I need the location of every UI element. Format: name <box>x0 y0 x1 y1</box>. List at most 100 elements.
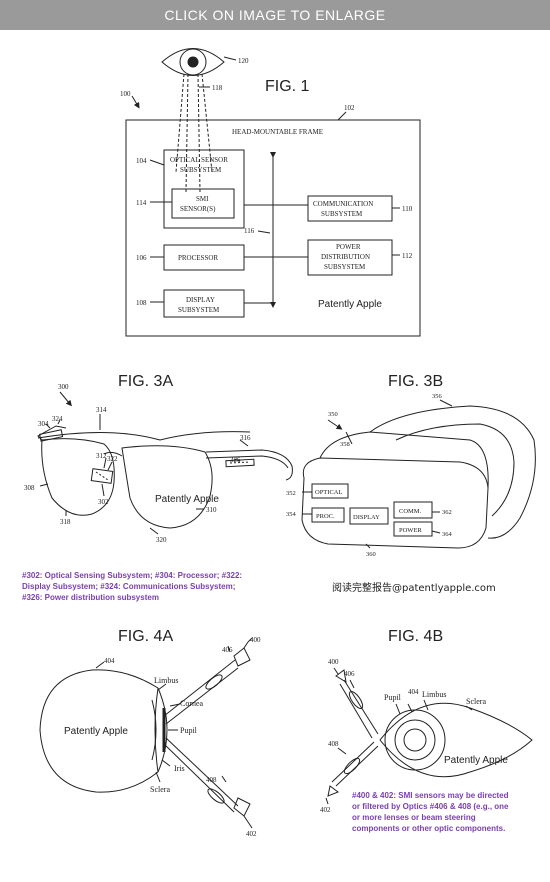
fig4b-pupil: Pupil <box>384 693 402 702</box>
fig4b-sclera: Sclera <box>466 697 486 706</box>
fig4a-ref-402: 402 <box>246 830 257 838</box>
comm-block <box>393 501 433 519</box>
fig4b-ref-406: 406 <box>344 670 355 678</box>
processor-label: PROCESSOR <box>178 254 218 262</box>
caption-fig4-line4: components or other optic components. <box>352 824 506 833</box>
ref-322: 322 <box>107 455 118 463</box>
fig4a-title: FIG. 4A <box>118 628 173 645</box>
smi-label-1: SMI <box>196 195 209 203</box>
ref-312: 312 <box>96 452 107 460</box>
comm-text: COMM. <box>399 508 422 515</box>
fig3b-title: FIG. 3B <box>388 373 443 390</box>
optical-label-1: OPTICAL SENSOR <box>170 156 228 164</box>
ref-100: 100 <box>120 90 131 98</box>
power-block <box>393 521 433 537</box>
ref-118: 118 <box>212 84 223 92</box>
ref-302: 302 <box>98 498 109 506</box>
power-label-1: POWER <box>336 243 361 251</box>
ref-106: 106 <box>136 254 147 262</box>
caption-fig3-line2: Display Subsystem; #324: Communications … <box>22 582 236 591</box>
fig1-watermark: Patently Apple <box>318 299 382 310</box>
ref-356: 356 <box>432 393 443 400</box>
caption-fig4-line3: or more lenses or beam steering <box>352 813 476 822</box>
ref-108: 108 <box>136 299 147 307</box>
ref-350: 350 <box>328 411 338 418</box>
ref-116: 116 <box>244 227 255 235</box>
fig4b-ref-400: 400 <box>328 658 339 666</box>
fig3a-title: FIG. 3A <box>118 373 173 390</box>
ref-304: 304 <box>38 420 49 428</box>
fig4b-ref-404: 404 <box>408 688 419 696</box>
ref-102: 102 <box>344 104 355 112</box>
ref-324: 324 <box>52 415 63 423</box>
caption-fig3-line1: #302: Optical Sensing Subsystem; #304: P… <box>22 571 243 580</box>
ref-364: 364 <box>442 531 453 538</box>
report-link[interactable]: 阅读完整报告@patentlyapple.com <box>332 581 496 594</box>
proc-text: PROC. <box>316 513 335 520</box>
caption-fig4: #400 & 402: SMI sensors may be directed … <box>352 790 542 834</box>
fig4a-iris: Iris <box>174 764 185 773</box>
ref-300: 300 <box>58 383 69 391</box>
ref-360: 360 <box>366 551 376 558</box>
fig4a-ref-408: 408 <box>206 776 217 784</box>
patent-figures[interactable]: FIG. 1 HEAD-MOUNTABLE FRAME OPTICAL SENS… <box>0 30 550 882</box>
fig4b-text: FIG. 4B Pupil Limbus Sclera Patently App… <box>320 628 508 814</box>
ref-314: 314 <box>96 406 107 414</box>
ref-318: 318 <box>60 518 71 526</box>
fig4a-eye <box>39 637 253 829</box>
smi-sensor-box <box>171 188 235 219</box>
frame-label: HEAD-MOUNTABLE FRAME <box>232 128 323 136</box>
ref-326: 326 <box>230 456 241 464</box>
fig3b-text: FIG. 3B OPTICAL PROC. DISPLAY COMM. POWE… <box>286 373 453 558</box>
optical-label-2: SUBSYSTEM <box>180 166 222 174</box>
caption-fig4-line1: #400 & 402: SMI sensors may be directed <box>352 791 509 800</box>
ref-316: 316 <box>240 434 251 442</box>
ref-310: 310 <box>206 506 217 514</box>
fig4a-ref-400: 400 <box>250 636 261 644</box>
fig4b-title: FIG. 4B <box>388 628 443 645</box>
display-label-1: DISPLAY <box>186 296 215 304</box>
optical-block <box>311 483 349 499</box>
fig4b-eye <box>325 667 533 805</box>
fig4a-ref-406: 406 <box>222 646 233 654</box>
optical-text: OPTICAL <box>315 489 342 496</box>
fig4a-pupil: Pupil <box>180 726 198 735</box>
fig4a-ref-404: 404 <box>104 657 115 665</box>
fig1-text: FIG. 1 HEAD-MOUNTABLE FRAME OPTICAL SENS… <box>120 57 413 314</box>
fig3a-watermark: Patently Apple <box>155 494 219 505</box>
fig1-eye-icon <box>161 48 225 76</box>
fig4a-sclera: Sclera <box>150 785 170 794</box>
fig4a-limbus: Limbus <box>154 676 178 685</box>
caption-fig3: #302: Optical Sensing Subsystem; #304: P… <box>22 570 262 603</box>
display-block <box>349 507 389 525</box>
head-mountable-frame-box <box>125 119 421 337</box>
enlarge-banner[interactable]: CLICK ON IMAGE TO ENLARGE <box>0 0 550 30</box>
ref-308: 308 <box>24 484 35 492</box>
ref-120: 120 <box>238 57 249 65</box>
fig1 <box>125 48 421 337</box>
power-label-2: DISTRIBUTION <box>321 253 370 261</box>
fig4a-watermark: Patently Apple <box>64 726 128 737</box>
power-text: POWER <box>399 527 422 534</box>
caption-fig3-line3: #326: Power distribution subsystem <box>22 593 159 602</box>
optical-sensor-box <box>163 149 245 229</box>
fig3a-text: FIG. 3A Patently Apple 300 304 324 314 3… <box>24 373 251 544</box>
fig4b-limbus: Limbus <box>422 690 446 699</box>
ref-112: 112 <box>402 252 413 260</box>
display-text: DISPLAY <box>353 514 380 521</box>
fig4b-ref-402: 402 <box>320 806 331 814</box>
ref-104: 104 <box>136 157 147 165</box>
power-label-3: SUBSYSTEM <box>324 263 366 271</box>
ref-114: 114 <box>136 199 147 207</box>
ref-362: 362 <box>442 509 452 516</box>
fig1-title: FIG. 1 <box>265 78 310 95</box>
fig3b-headset <box>301 399 536 549</box>
ref-110: 110 <box>402 205 413 213</box>
fig3a-glasses <box>37 391 293 535</box>
fig4a-text: FIG. 4A Limbus Cornea Pupil Iris Sclera … <box>64 628 261 838</box>
ref-358: 358 <box>340 441 350 448</box>
ref-352: 352 <box>286 490 296 497</box>
caption-fig4-line2: or filtered by Optics #406 & 408 (e.g., … <box>352 802 509 811</box>
comm-label-1: COMMUNICATION <box>313 200 373 208</box>
smi-label-2: SENSOR(S) <box>180 205 216 213</box>
